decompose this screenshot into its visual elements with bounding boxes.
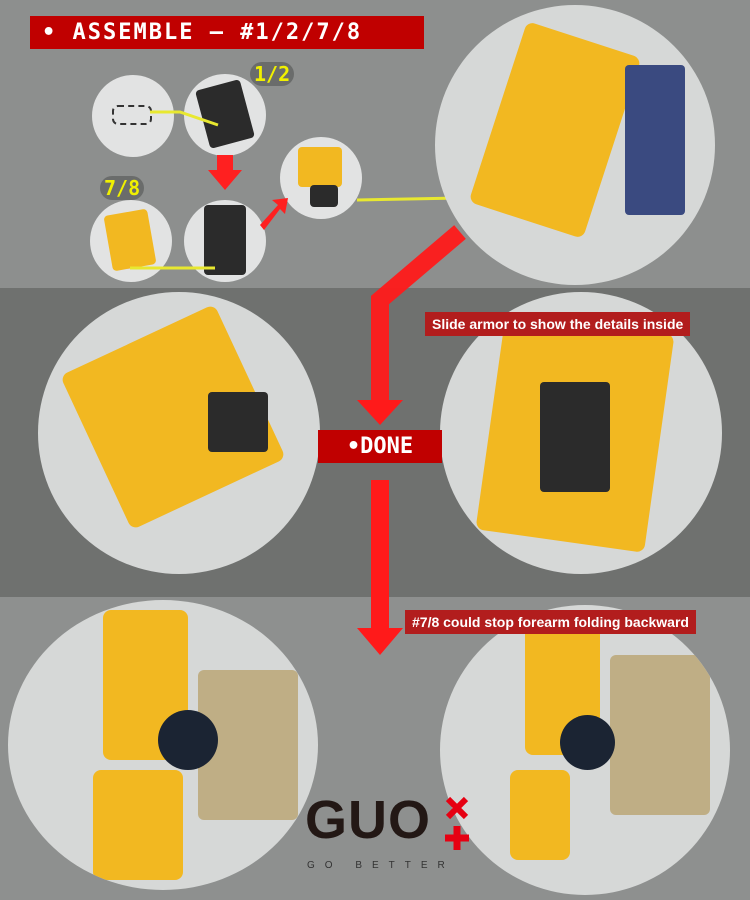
spring-part-image <box>92 75 174 157</box>
arrow-down-icon <box>357 400 403 425</box>
arrow-down-icon <box>208 155 242 190</box>
connector-line <box>150 110 219 127</box>
caption-forearm-stop: #7/8 could stop forearm folding backward <box>405 610 696 634</box>
brand-logo: GUO GO BETTER <box>305 790 475 890</box>
arm-photo-bottom-right <box>440 605 730 895</box>
logo-mark-icon <box>445 796 469 820</box>
arrow-down-icon <box>357 628 403 655</box>
part-label-1-2: 1/2 <box>250 62 295 86</box>
logo-tagline: GO BETTER <box>307 860 455 871</box>
arrow-right-icon <box>260 198 288 230</box>
assembled-part-image <box>280 137 362 219</box>
part-1-2-image <box>184 74 266 156</box>
part-label-7-8: 7/8 <box>100 176 145 200</box>
section-title: • ASSEMBLE — #1/2/7/8 <box>30 16 424 49</box>
forearm-photo-middle-left <box>38 292 320 574</box>
forearm-photo-top <box>435 5 715 285</box>
logo-plus-icon <box>445 826 469 850</box>
logo-text: GUO <box>305 790 432 850</box>
forearm-photo-middle-right <box>440 292 722 574</box>
arm-photo-bottom-left <box>8 600 318 890</box>
done-label: •DONE <box>318 430 442 463</box>
caption-slide-armor: Slide armor to show the details inside <box>425 312 691 336</box>
